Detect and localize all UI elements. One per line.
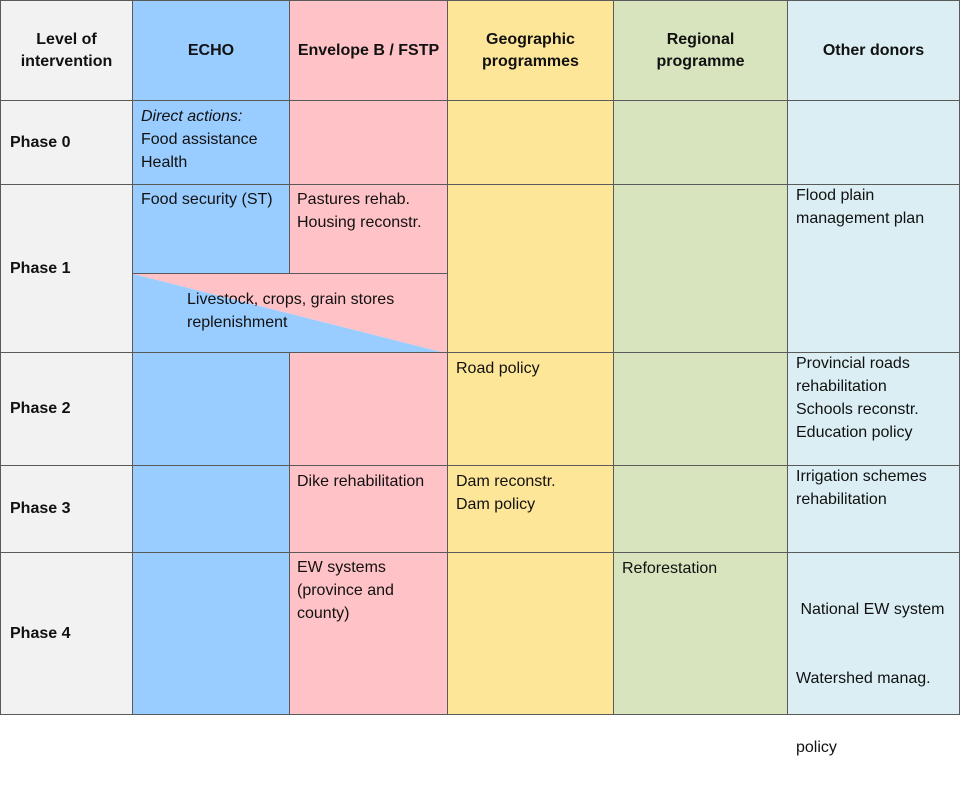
phase-4-other: National EW system Watershed manag. poli… [787, 552, 960, 756]
header-level: Level of intervention [0, 0, 133, 101]
dam-policy-text: Dam policy [456, 496, 536, 513]
management-plan-text: management plan [796, 210, 925, 227]
phase-0-envelope [289, 100, 448, 185]
province-and-text: (province and [297, 582, 394, 599]
schools-reconstr-text: Schools reconstr. [796, 401, 919, 418]
phase-1-other: Flood plain management plan [787, 184, 960, 353]
phase-1-echo: Food security (ST) [132, 184, 290, 274]
replenishment-text: replenishment [187, 314, 288, 331]
phase-2-other: Provincial roads rehabilitation Schools … [787, 352, 960, 466]
county-text: county) [297, 605, 350, 622]
irrigation-rehabilitation-text: rehabilitation [796, 491, 887, 508]
header-geographic: Geographic programmes [447, 0, 614, 101]
header-level-line-1: Level of [36, 30, 97, 48]
national-ew-system-text: National EW system [796, 601, 945, 618]
livestock-text: Livestock, crops, grain stores [187, 291, 395, 308]
phase-3-envelope: Dike rehabilitation [289, 465, 448, 553]
intervention-matrix: Level of intervention ECHO Envelope B / … [0, 0, 960, 756]
direct-actions-title: Direct actions: [141, 108, 243, 125]
watershed-policy-text: policy [796, 739, 837, 756]
health-text: Health [141, 154, 188, 171]
phase-1-envelope: Pastures rehab. Housing reconstr. [289, 184, 448, 274]
housing-reconstr-text: Housing reconstr. [297, 214, 422, 231]
ew-systems-text: EW systems [297, 559, 386, 576]
phase-4-envelope: EW systems (province and county) [289, 552, 448, 715]
phase-2-label: Phase 2 [0, 352, 133, 466]
phase-0-echo: Direct actions: Food assistance Health [132, 100, 290, 185]
phase-3-other: Irrigation schemes rehabilitation [787, 465, 960, 553]
road-policy-text: Road policy [456, 360, 540, 377]
diagonal-split [133, 274, 447, 352]
phase-3-echo [132, 465, 290, 553]
phase-1-shared-echo-envelope: Livestock, crops, grain stores replenish… [132, 273, 448, 353]
education-policy-text: Education policy [796, 424, 913, 441]
reforestation-text: Reforestation [622, 560, 718, 577]
phase-1-regional [613, 184, 788, 353]
provincial-roads-text: Provincial roads [796, 355, 910, 372]
pastures-rehab-text: Pastures rehab. [297, 191, 410, 208]
flood-plain-text: Flood plain [796, 187, 875, 204]
phase-4-geographic [447, 552, 614, 715]
phase-0-geographic [447, 100, 614, 185]
phase-0-other [787, 100, 960, 185]
phase-1-geographic [447, 184, 614, 353]
header-echo: ECHO [132, 0, 290, 101]
dike-rehabilitation-text: Dike rehabilitation [297, 473, 425, 490]
header-geographic-line-1: Geographic [486, 30, 575, 48]
header-geographic-line-2: programmes [482, 52, 579, 70]
phase-4-label: Phase 4 [0, 552, 133, 715]
phase-1-label: Phase 1 [0, 184, 133, 353]
phase-3-regional [613, 465, 788, 553]
phase-0-regional [613, 100, 788, 185]
header-other-donors: Other donors [787, 0, 960, 101]
header-regional: Regional programme [613, 0, 788, 101]
phase-3-label: Phase 3 [0, 465, 133, 553]
phase-2-regional [613, 352, 788, 466]
dam-reconstr-text: Dam reconstr. [456, 473, 556, 490]
food-assistance-text: Food assistance [141, 131, 258, 148]
phase-2-envelope [289, 352, 448, 466]
header-regional-line-2: programme [656, 52, 745, 70]
header-regional-line-1: Regional [666, 30, 735, 48]
header-level-line-2: intervention [20, 52, 113, 70]
rehabilitation-text: rehabilitation [796, 378, 887, 395]
phase-3-geographic: Dam reconstr. Dam policy [447, 465, 614, 553]
food-security-text: Food security (ST) [141, 191, 273, 208]
phase-4-echo [132, 552, 290, 715]
phase-2-echo [132, 352, 290, 466]
watershed-manag-text: Watershed manag. [796, 670, 931, 687]
header-envelope: Envelope B / FSTP [289, 0, 448, 101]
phase-0-label: Phase 0 [0, 100, 133, 185]
split-envelope-area [133, 274, 447, 352]
phase-2-geographic: Road policy [447, 352, 614, 466]
irrigation-schemes-text: Irrigation schemes [796, 468, 927, 485]
phase-4-regional: Reforestation [613, 552, 788, 715]
split-echo-area [133, 274, 442, 352]
